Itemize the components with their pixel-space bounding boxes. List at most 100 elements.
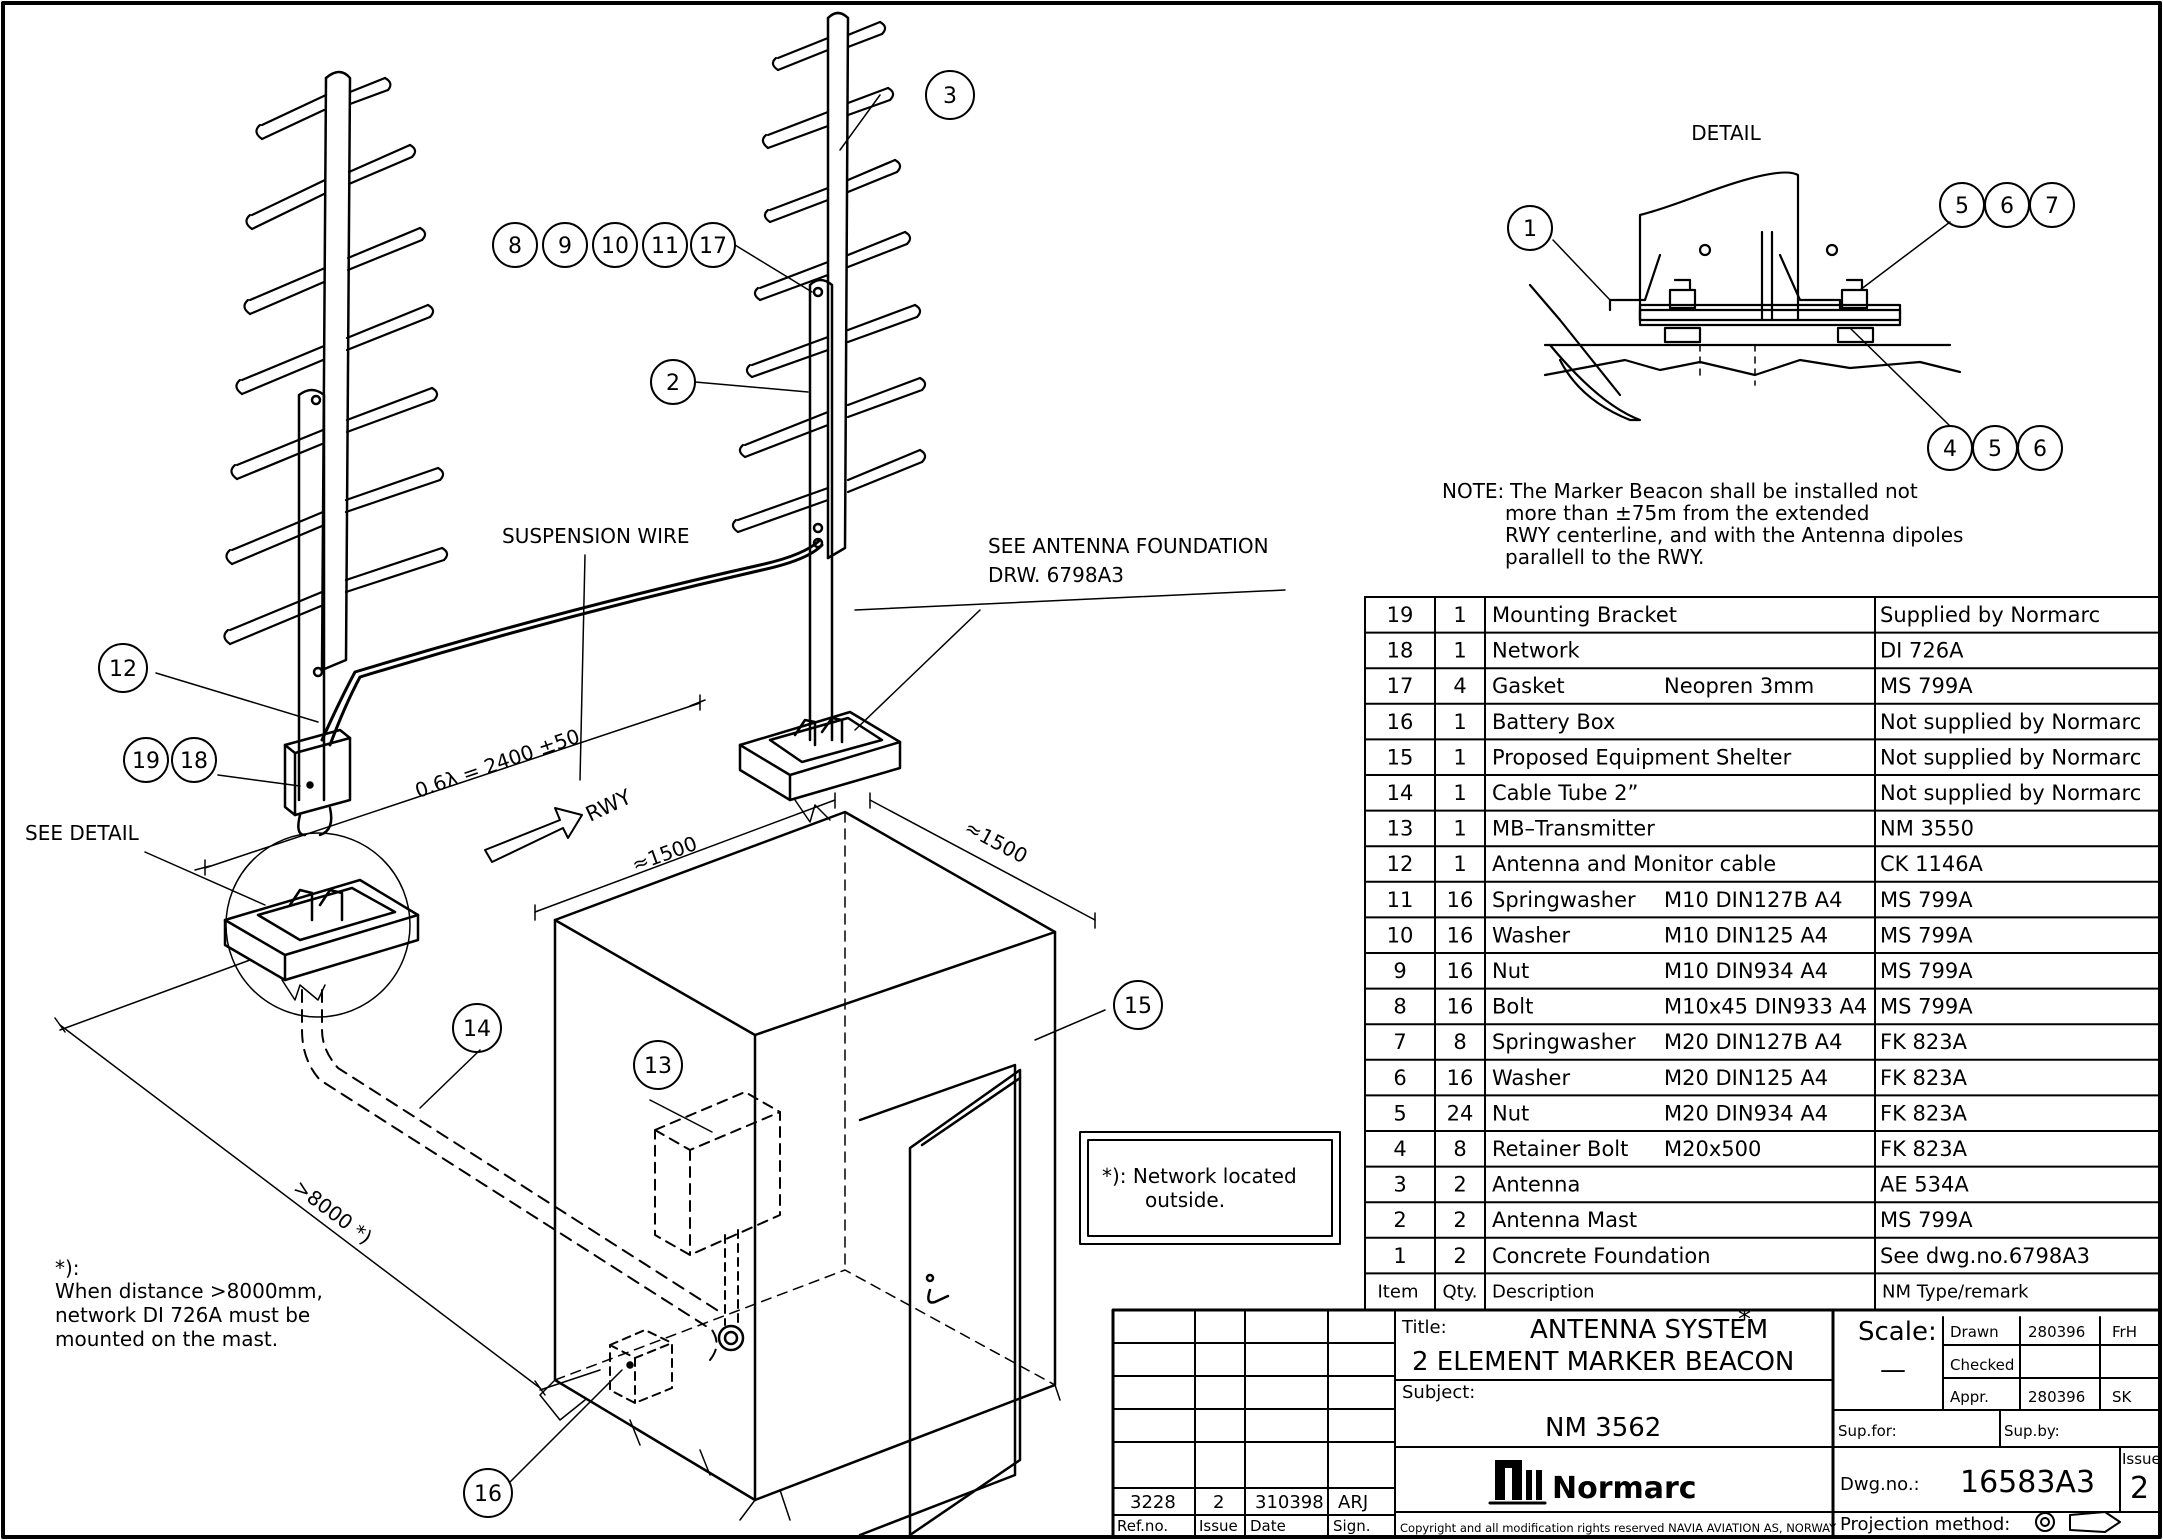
svg-text:15: 15 bbox=[1124, 994, 1152, 1019]
table-cell-type: MS 799A bbox=[1880, 995, 1973, 1019]
svg-text:7: 7 bbox=[2045, 194, 2059, 219]
table-cell-item: 14 bbox=[1387, 781, 1414, 805]
svg-text:ANTENNA SYSTEM: ANTENNA SYSTEM bbox=[1530, 1315, 1768, 1345]
table-cell-description: Washer bbox=[1492, 1066, 1570, 1090]
table-cell-type: AE 534A bbox=[1880, 1173, 1969, 1197]
detail-view bbox=[1528, 171, 1962, 427]
table-cell-item: 7 bbox=[1393, 1030, 1406, 1054]
svg-text:Date: Date bbox=[1250, 1517, 1286, 1535]
svg-text:13: 13 bbox=[644, 1054, 672, 1079]
svg-text:280396: 280396 bbox=[2028, 1388, 2085, 1406]
svg-text:mounted on the mast.: mounted on the mast. bbox=[55, 1327, 278, 1351]
svg-text:Appr.: Appr. bbox=[1950, 1388, 1989, 1406]
svg-text:17: 17 bbox=[699, 234, 727, 259]
table-cell-qty: 8 bbox=[1453, 1137, 1466, 1161]
svg-text:FrH: FrH bbox=[2112, 1323, 2137, 1341]
table-cell-qty: 4 bbox=[1453, 674, 1466, 698]
table-cell-spec: M10 DIN125 A4 bbox=[1664, 923, 1828, 947]
rwy-arrow bbox=[484, 807, 583, 863]
table-cell-type: MS 799A bbox=[1880, 959, 1973, 983]
table-cell-type: MS 799A bbox=[1880, 1208, 1973, 1232]
table-cell-item: 11 bbox=[1387, 888, 1414, 912]
svg-text:1: 1 bbox=[1523, 217, 1537, 242]
table-cell-item: 12 bbox=[1387, 852, 1414, 876]
table-cell-type: Not supplied by Normarc bbox=[1880, 745, 2141, 769]
table-cell-type: FK 823A bbox=[1880, 1137, 1968, 1161]
right-antenna bbox=[731, 11, 927, 742]
title-block bbox=[1111, 1308, 2162, 1539]
svg-text:4: 4 bbox=[1943, 437, 1957, 462]
dimensions bbox=[54, 94, 1286, 1483]
table-cell-qty: 2 bbox=[1453, 1244, 1466, 1268]
table-cell-description: Network bbox=[1492, 639, 1581, 663]
svg-text:Issue: Issue bbox=[2122, 1450, 2161, 1468]
svg-text:—: — bbox=[1880, 1355, 1906, 1385]
table-cell-qty: 16 bbox=[1447, 1066, 1474, 1090]
table-cell-item: 19 bbox=[1387, 603, 1414, 627]
table-cell-spec: M20x500 bbox=[1664, 1137, 1761, 1161]
svg-text:*): Network located: *): Network located bbox=[1102, 1164, 1297, 1188]
svg-text:Scale:: Scale: bbox=[1858, 1317, 1937, 1347]
svg-text:parallell to the RWY.: parallell to the RWY. bbox=[1505, 545, 1704, 569]
table-cell-spec: Neopren 3mm bbox=[1664, 674, 1814, 698]
table-cell-description: Proposed Equipment Shelter bbox=[1492, 745, 1792, 769]
svg-text:Ref.no.: Ref.no. bbox=[1117, 1517, 1168, 1535]
left-antenna bbox=[223, 70, 449, 837]
table-cell-item: 6 bbox=[1393, 1066, 1406, 1090]
svg-text:Sup.for:: Sup.for: bbox=[1838, 1422, 1897, 1440]
table-header-cell: NM Type/remark bbox=[1882, 1281, 2029, 1302]
balloons bbox=[98, 70, 2075, 1518]
svg-text:2 ELEMENT MARKER BEACON: 2 ELEMENT MARKER BEACON bbox=[1412, 1347, 1794, 1377]
equipment-shelter bbox=[539, 810, 1061, 1537]
svg-text:Issue: Issue bbox=[1199, 1517, 1238, 1535]
table-cell-type: MS 799A bbox=[1880, 674, 1973, 698]
table-cell-item: 4 bbox=[1393, 1137, 1406, 1161]
svg-text:280396: 280396 bbox=[2028, 1323, 2085, 1341]
table-cell-item: 10 bbox=[1387, 923, 1414, 947]
table-cell-description: Cable Tube 2” bbox=[1492, 781, 1638, 805]
svg-text:NM 3562: NM 3562 bbox=[1545, 1413, 1661, 1443]
table-cell-description: Springwasher bbox=[1492, 888, 1636, 912]
svg-text:310398: 310398 bbox=[1255, 1492, 1324, 1513]
svg-text:network DI 726A must be: network DI 726A must be bbox=[55, 1303, 310, 1327]
rwy-label: RWY bbox=[582, 785, 635, 827]
table-cell-qty: 16 bbox=[1447, 923, 1474, 947]
svg-text:2: 2 bbox=[666, 371, 680, 396]
table-cell-description: Gasket bbox=[1492, 674, 1565, 698]
table-cell-item: 5 bbox=[1393, 1101, 1406, 1125]
table-cell-spec: M20 DIN125 A4 bbox=[1664, 1066, 1828, 1090]
table-cell-item: 8 bbox=[1393, 995, 1406, 1019]
table-cell-type: Not supplied by Normarc bbox=[1880, 710, 2141, 734]
svg-text:Checked: Checked bbox=[1950, 1356, 2014, 1374]
table-cell-type: Not supplied by Normarc bbox=[1880, 781, 2141, 805]
svg-text:Dwg.no.:: Dwg.no.: bbox=[1840, 1474, 1920, 1495]
svg-text:10: 10 bbox=[601, 234, 629, 259]
svg-text:more than ±75m from the extend: more than ±75m from the extended bbox=[1505, 501, 1869, 525]
svg-text:9: 9 bbox=[558, 234, 572, 259]
table-cell-qty: 16 bbox=[1447, 959, 1474, 983]
table-cell-type: FK 823A bbox=[1880, 1030, 1968, 1054]
table-header-cell: Description bbox=[1492, 1281, 1595, 1302]
footnote: *): When distance >8000mm, network DI 72… bbox=[55, 1256, 323, 1351]
svg-text:*: * bbox=[1738, 1305, 1751, 1335]
table-cell-description: Antenna and Monitor cable bbox=[1492, 852, 1776, 876]
svg-text:2: 2 bbox=[1213, 1492, 1224, 1513]
suspension-wire bbox=[320, 538, 824, 747]
table-cell-spec: M10x45 DIN933 A4 bbox=[1664, 995, 1867, 1019]
svg-text:ARJ: ARJ bbox=[1338, 1492, 1368, 1513]
table-cell-type: Supplied by Normarc bbox=[1880, 603, 2100, 627]
table-cell-type: See dwg.no.6798A3 bbox=[1880, 1244, 2090, 1268]
note: NOTE: The Marker Beacon shall be install… bbox=[1442, 479, 1963, 569]
svg-text:5: 5 bbox=[1988, 437, 2002, 462]
table-cell-qty: 1 bbox=[1453, 781, 1466, 805]
table-cell-description: Battery Box bbox=[1492, 710, 1615, 734]
cable-tube bbox=[301, 989, 721, 1361]
table-cell-spec: M10 DIN127B A4 bbox=[1664, 888, 1842, 912]
table-cell-qty: 1 bbox=[1453, 817, 1466, 841]
table-header-cell: Qty. bbox=[1442, 1281, 1477, 1302]
left-foundation bbox=[223, 832, 420, 1018]
right-foundation bbox=[738, 710, 902, 823]
table-cell-qty: 2 bbox=[1453, 1173, 1466, 1197]
